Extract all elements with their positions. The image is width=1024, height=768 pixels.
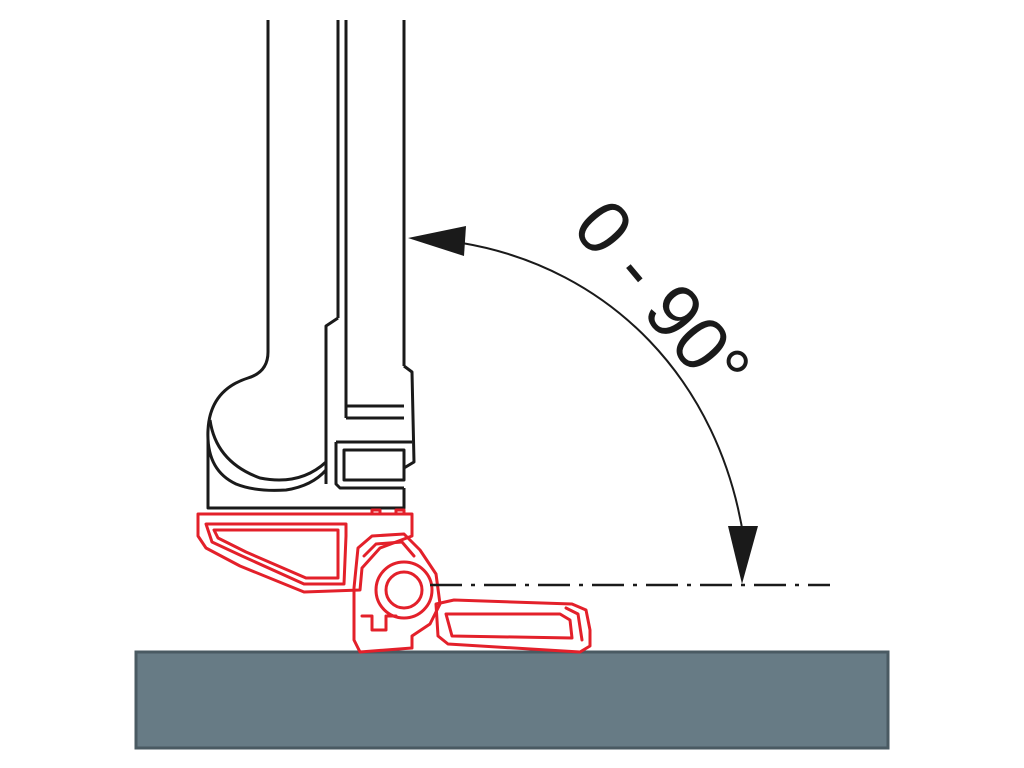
- arrowhead-icon: [408, 226, 466, 256]
- floor-slab: [134, 650, 890, 750]
- arrowhead-icon: [728, 526, 758, 584]
- hinge-bracket: [196, 508, 592, 654]
- angle-label: 0 - 90°: [557, 184, 767, 411]
- door-profile: [206, 20, 416, 510]
- angle-arc: [461, 242, 745, 541]
